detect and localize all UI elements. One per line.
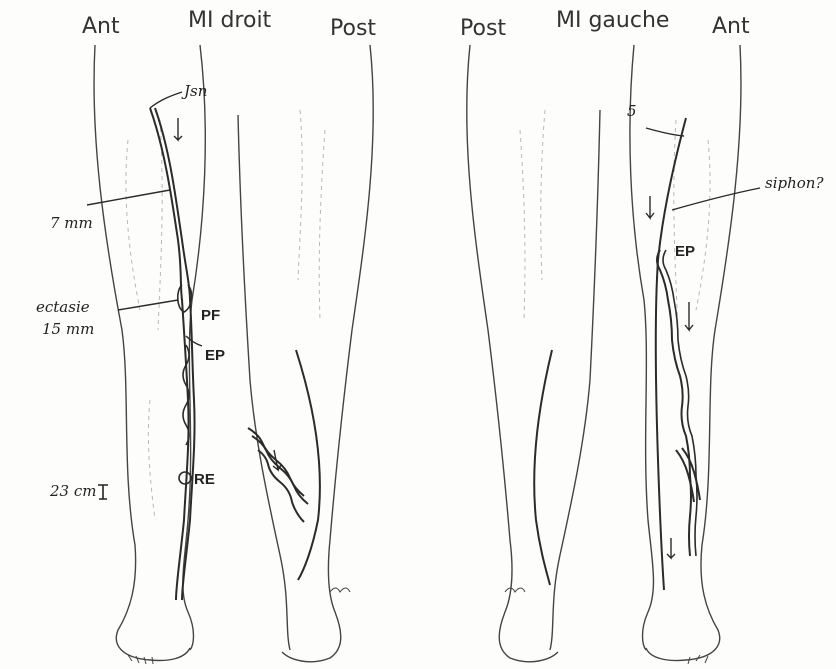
left-leg-anterior-guides	[674, 120, 710, 330]
siphon-annotation: siphon?	[765, 176, 824, 191]
pf-marker: PF	[201, 308, 220, 323]
right-leg-posterior-outline	[238, 45, 373, 662]
jsn-annotation: Jsn	[184, 84, 207, 99]
left-leg-posterior-vein	[534, 350, 552, 585]
left-leg-title: MI gauche	[556, 10, 669, 32]
twentythree-cm-annotation: 23 cm	[50, 484, 96, 499]
five-annotation: 5	[627, 104, 637, 119]
left-leg-posterior-guides	[520, 110, 545, 320]
left-leg-anterior-outline	[630, 45, 741, 664]
left-leg-gsv-vein	[656, 118, 700, 590]
right-leg-post-header: Post	[330, 18, 376, 40]
ectasie-annotation: ectasie	[36, 300, 90, 315]
left-leg-callout-lines	[646, 128, 760, 210]
right-leg-posterior-veins	[248, 350, 320, 580]
down-arrow-icon	[96, 484, 110, 502]
re-marker: RE	[194, 472, 215, 487]
right-leg-anterior-guides	[126, 120, 162, 520]
left-leg-ant-header: Ant	[712, 16, 750, 38]
ep-left-marker: EP	[675, 244, 695, 259]
right-leg-title: MI droit	[188, 10, 271, 32]
right-leg-ant-header: Ant	[82, 16, 120, 38]
right-leg-anterior-arrow	[174, 118, 182, 140]
left-leg-posterior-outline	[467, 45, 600, 662]
right-leg-posterior-guides	[298, 110, 325, 320]
left-leg-post-header: Post	[460, 18, 506, 40]
seven-mm-annotation: 7 mm	[50, 216, 93, 231]
ep-right-marker: EP	[205, 348, 225, 363]
fifteen-mm-annotation: 15 mm	[42, 322, 94, 337]
